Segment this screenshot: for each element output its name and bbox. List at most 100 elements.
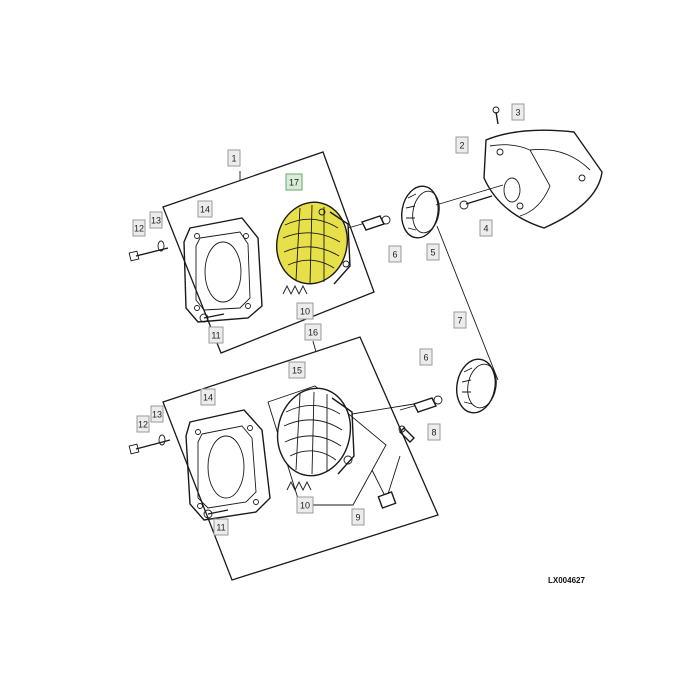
leader-line	[435, 184, 504, 206]
callout-box	[296, 496, 314, 514]
callout-14: 14	[197, 200, 213, 218]
callout-box	[227, 149, 241, 167]
lower-bulb-6	[399, 395, 443, 413]
callout-number: 6	[392, 250, 397, 260]
small-bulb-8	[398, 425, 415, 443]
callout-box	[208, 326, 224, 344]
upper-spring	[282, 284, 308, 296]
callout-number: 14	[200, 205, 210, 215]
callout-number: 16	[308, 328, 318, 338]
upper-bolt-12	[128, 247, 169, 262]
callout-box	[285, 173, 303, 191]
callout-12: 12	[132, 219, 146, 237]
lower-lamp-lens	[276, 387, 355, 477]
callout-number: 5	[430, 248, 435, 258]
callout-1: 1	[227, 149, 241, 167]
callout-5: 5	[426, 243, 440, 261]
leader-line	[436, 225, 499, 381]
callout-number: 2	[459, 141, 464, 151]
lower-socket-7	[456, 358, 497, 414]
callout-box	[132, 219, 146, 237]
lens-subframe	[267, 385, 387, 506]
diagram-code: LX004627	[548, 576, 585, 585]
callout-box	[453, 311, 467, 329]
callout-number: 11	[216, 523, 225, 533]
lower-bolt-12	[128, 439, 171, 455]
callout-4: 4	[479, 219, 493, 237]
callout-box	[296, 302, 314, 320]
callout-box	[419, 348, 433, 366]
callout-box	[351, 508, 365, 526]
lower-spring	[286, 480, 312, 492]
leader-line	[351, 403, 415, 415]
callout-13: 13	[150, 405, 164, 423]
callout-box	[150, 405, 164, 423]
upper-assembly-frame	[162, 151, 375, 354]
callout-number: 17	[289, 178, 299, 188]
callout-number: 13	[151, 216, 161, 226]
callout-number: 13	[152, 410, 162, 420]
upper-bulb-6	[347, 215, 391, 231]
callout-number: 9	[355, 513, 360, 523]
callout-box	[304, 323, 322, 341]
callout-box	[388, 245, 402, 263]
housing-fastener-3	[492, 106, 500, 125]
callout-box	[511, 103, 525, 121]
callout-number: 10	[300, 307, 310, 317]
callout-box	[136, 415, 150, 433]
callout-box	[427, 423, 441, 441]
lower-washer-13	[158, 434, 166, 446]
callout-10: 10	[296, 302, 314, 320]
callout-box	[149, 211, 163, 229]
callout-box	[455, 136, 469, 154]
callout-box	[288, 361, 306, 379]
callout-box	[200, 388, 216, 406]
callout-8: 8	[427, 423, 441, 441]
lamp-housing-2	[483, 129, 603, 229]
upper-lamp-lens-highlighted	[276, 201, 351, 285]
callout-box	[426, 243, 440, 261]
callout-number: 4	[483, 224, 488, 234]
callout-10: 10	[296, 496, 314, 514]
callout-labels: 1 17 14 13 12 11 10 6 5 4 2 3 16 15 7 6 8 14 13 12 10 11 9	[132, 103, 525, 536]
callout-11: 11	[208, 326, 224, 344]
callout-number: 7	[457, 316, 462, 326]
callout-16: 16	[304, 323, 322, 341]
callout-7: 7	[453, 311, 467, 329]
callout-number: 8	[431, 428, 436, 438]
callout-number: 6	[423, 353, 428, 363]
upper-socket-5	[401, 185, 440, 239]
callout-3: 3	[511, 103, 525, 121]
callout-11: 11	[213, 518, 229, 536]
callout-number: 14	[203, 393, 213, 403]
callout-box	[197, 200, 213, 218]
callout-box	[213, 518, 229, 536]
callout-number: 15	[292, 366, 302, 376]
callout-6: 6	[419, 348, 433, 366]
callout-9: 9	[351, 508, 365, 526]
callout-6: 6	[388, 245, 402, 263]
upper-washer-13	[157, 240, 165, 252]
callout-13: 13	[149, 211, 163, 229]
lamp-holder-9	[371, 455, 401, 509]
callout-12: 12	[136, 415, 150, 433]
callout-box	[479, 219, 493, 237]
callout-number: 11	[211, 331, 220, 341]
lower-assembly-frame	[162, 336, 439, 581]
callout-2: 2	[455, 136, 469, 154]
callout-number: 1	[231, 154, 236, 164]
callout-number: 10	[300, 501, 310, 511]
callout-15: 15	[288, 361, 306, 379]
callout-number: 12	[134, 224, 144, 234]
callout-number: 12	[138, 420, 148, 430]
callout-14: 14	[200, 388, 216, 406]
bolt-4	[459, 195, 493, 210]
callout-17: 17	[285, 173, 303, 191]
upper-screw-11	[199, 313, 225, 323]
lower-screw-11	[203, 509, 229, 519]
lower-mounting-plate	[185, 409, 271, 521]
upper-mounting-plate	[183, 217, 263, 323]
callout-number: 3	[515, 108, 520, 118]
